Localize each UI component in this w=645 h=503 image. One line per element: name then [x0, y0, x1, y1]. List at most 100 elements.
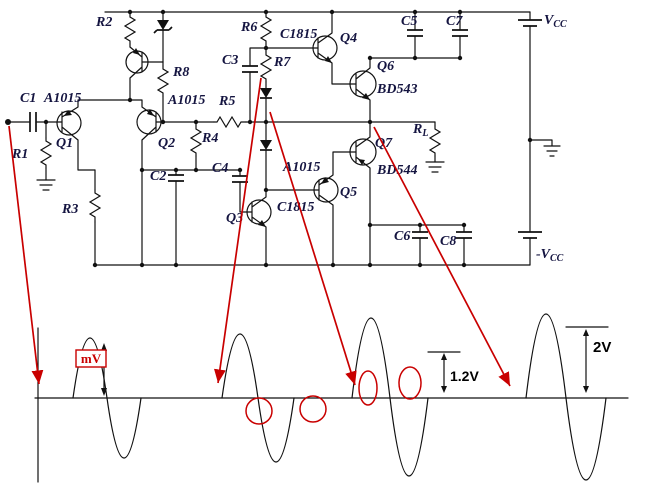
transistor-q2: Q2 A1015 — [129, 93, 215, 266]
transistor-q1: Q1 A1015 — [43, 91, 131, 171]
distortion-ellipse — [358, 370, 378, 406]
c5-label: C5 — [401, 14, 417, 29]
mv-box — [75, 349, 107, 368]
resistor-icon — [259, 13, 273, 45]
bias-diode-lower — [260, 140, 272, 191]
capacitor-icon — [452, 29, 468, 37]
q5-label: Q5 — [340, 185, 357, 200]
arrow-bias-to-wave3 — [269, 111, 357, 386]
crossover-distortion-marks — [245, 366, 422, 425]
resistor-r1: R1 — [11, 121, 56, 191]
ground-icon — [36, 179, 56, 191]
resistor-icon — [123, 13, 137, 45]
c3-label: C3 — [222, 53, 238, 68]
diode-icon — [260, 140, 272, 150]
resistor-icon — [428, 125, 442, 157]
c7-label: C7 — [446, 14, 463, 29]
distortion-circle — [299, 395, 327, 423]
r2-label: R2 — [95, 15, 112, 30]
q5-type-label: A1015 — [282, 160, 320, 175]
v2-label: 2V — [593, 339, 611, 356]
distortion-circle — [245, 397, 273, 425]
resistor-icon — [156, 65, 170, 97]
zener-diode — [153, 11, 173, 63]
stage4-amplitude-annotation: 2V — [565, 326, 611, 393]
junction-dots — [43, 9, 533, 268]
resistor-icon — [259, 51, 273, 83]
mv-label: mV — [81, 351, 102, 366]
capacitor-icon — [242, 65, 258, 73]
ground-icon — [425, 161, 445, 173]
resistor-r7: R7 — [259, 51, 291, 89]
c2-label: C2 — [150, 169, 166, 184]
wave-stage1 — [72, 337, 142, 459]
ground-icon — [529, 139, 561, 157]
r6-label: R6 — [240, 20, 257, 35]
pnp-arrow-icon — [133, 48, 140, 55]
capacitor-c6: C6 — [394, 224, 428, 266]
capacitor-c3: C3 — [222, 47, 267, 123]
rl-base: R — [412, 122, 422, 137]
stage3-amplitude-annotation: 1.2V — [427, 351, 479, 393]
distortion-ellipse — [398, 366, 422, 400]
annotation-arrows — [8, 77, 511, 387]
capacitor-icon — [168, 174, 184, 182]
resistor-r8: R8 — [156, 61, 189, 123]
current-source-transistor — [125, 46, 164, 101]
resistor-icon — [39, 137, 53, 169]
q1-type-label: A1015 — [43, 91, 81, 106]
c1-label: C1 — [20, 91, 36, 106]
transistor-q3: Q3 C1815 — [226, 189, 314, 266]
q3-type-label: C1815 — [277, 200, 314, 215]
r8-label: R8 — [172, 65, 189, 80]
capacitor-c7: C7 — [446, 11, 468, 59]
c6-label: C6 — [394, 229, 410, 244]
npn-arrow-icon — [362, 93, 370, 100]
nvcc-base: -V — [536, 247, 552, 262]
r1-label: R1 — [11, 147, 28, 162]
resistor-icon — [88, 189, 102, 223]
waveform-panel: mV 1.2V 2V — [34, 313, 629, 483]
resistor-icon — [213, 115, 247, 129]
q4-label: Q4 — [340, 31, 357, 46]
pnp-arrow-icon — [64, 110, 72, 116]
capacitor-icon — [412, 231, 428, 239]
c8-label: C8 — [440, 234, 456, 249]
bias-diode-upper — [260, 88, 272, 141]
q6-type-label: BD543 — [376, 82, 417, 97]
load-resistor-rl: RL — [412, 121, 445, 173]
capacitor-c2: C2 — [141, 169, 241, 266]
vcc-base: V — [544, 13, 555, 28]
neg-vcc-label: -VCC — [536, 247, 564, 264]
vcc-sub: CC — [553, 19, 567, 30]
capacitor-icon — [407, 29, 423, 37]
vcc-label: VCC — [544, 13, 567, 30]
r4-label: R4 — [201, 131, 218, 146]
c4-label: C4 — [212, 161, 228, 176]
resistor-icon — [189, 125, 203, 157]
wave-stage4 — [525, 313, 607, 481]
capacitor-icon — [456, 231, 472, 239]
resistor-r3: R3 — [61, 169, 102, 266]
capacitor-c8: C8 — [440, 224, 472, 266]
circuit-schematic: VCC -VCC C1 R1 Q1 A1015 R — [5, 9, 567, 268]
supply-caps-bottom: C6 C8 — [369, 224, 472, 266]
capacitor-icon — [232, 175, 248, 183]
diode-icon — [157, 20, 169, 30]
transistor-q5: Q5 A1015 — [265, 151, 357, 266]
stage1-amplitude-annotation: mV — [75, 343, 107, 396]
q6-label: Q6 — [377, 59, 394, 74]
q3-label: Q3 — [226, 211, 243, 226]
r7-label: R7 — [273, 55, 291, 70]
pnp-arrow-icon — [147, 109, 154, 116]
nvcc-sub: CC — [550, 253, 564, 264]
transistor-q6: Q6 BD543 — [349, 57, 417, 123]
q2-label: Q2 — [158, 136, 175, 151]
rl-label: RL — [412, 122, 428, 139]
pnp-arrow-icon — [358, 159, 365, 165]
wave-stage3 — [351, 317, 429, 477]
input-terminal — [5, 119, 31, 125]
transistor-q4: Q4 C1815 — [265, 11, 357, 85]
q1-label: Q1 — [56, 136, 73, 151]
